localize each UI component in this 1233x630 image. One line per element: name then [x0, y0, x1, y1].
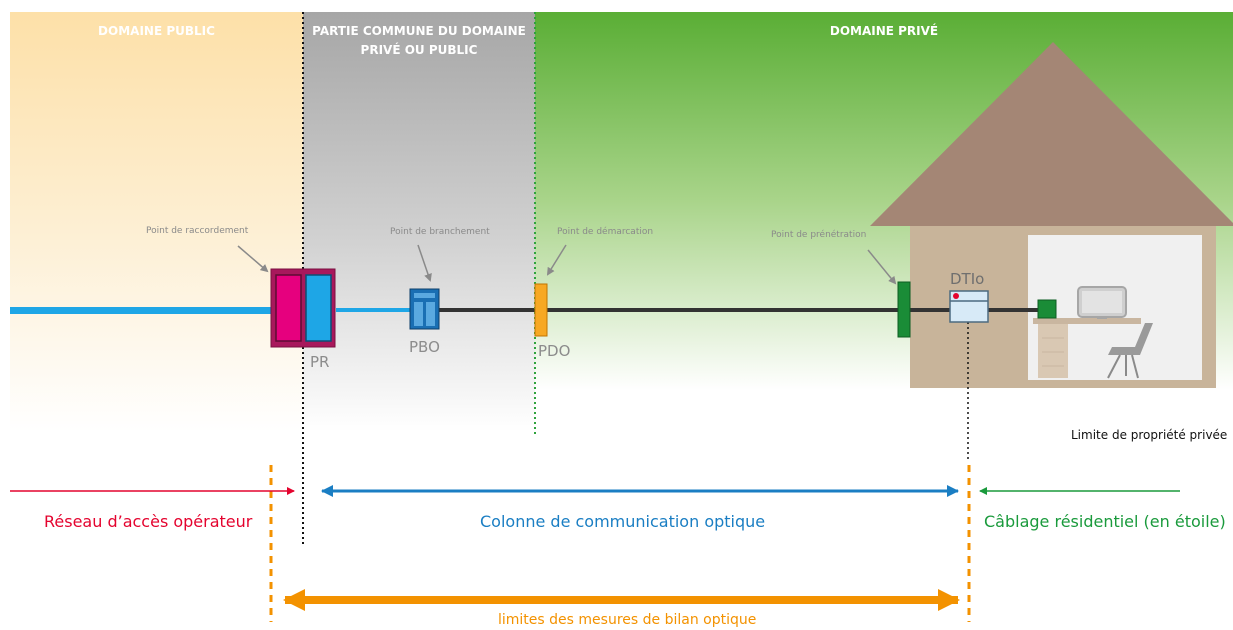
mesures-label: limites des mesures de bilan optique [498, 612, 757, 628]
pr-operator-module [275, 274, 302, 342]
common-area-title: PARTIE COMMUNE DU DOMAINE PRIVÉ OU PUBLI… [303, 22, 535, 60]
dtio-status-led [953, 293, 959, 299]
common-area-title-line1: PARTIE COMMUNE DU DOMAINE [312, 24, 526, 38]
demarcation-callout-label: Point de démarcation [557, 227, 654, 237]
pdo-label: PDO [538, 342, 571, 360]
public-domain-zone: DOMAINE PUBLIC [10, 12, 303, 432]
pr-pbo-cable [336, 308, 412, 312]
desk-drawers [1038, 324, 1068, 378]
pbo-label: PBO [409, 338, 440, 356]
property-limit-label: Limite de propriété privée [1071, 428, 1228, 442]
house [870, 42, 1233, 388]
pdo-demarcation-point [534, 283, 548, 337]
fiber-cables [10, 307, 1040, 314]
pr-connection-point [270, 268, 336, 348]
branchement-callout-arrow [417, 244, 432, 282]
vertical-cable [438, 308, 898, 312]
reseau-label: Réseau d’accès opérateur [44, 512, 253, 531]
demarcation-callout-arrow [546, 244, 567, 276]
cablage-label: Câblage résidentiel (en étoile) [984, 512, 1226, 531]
pbo-branch-box [409, 288, 440, 330]
chair-icon [1107, 323, 1153, 379]
dtio-label: DTIo [950, 270, 985, 288]
common-area-zone: PARTIE COMMUNE DU DOMAINE PRIVÉ OU PUBLI… [303, 12, 535, 432]
private-domain-title: DOMAINE PRIVÉ [829, 24, 939, 38]
penetration-point [897, 281, 911, 338]
common-area-title-line2: PRIVÉ OU PUBLIC [360, 43, 478, 57]
branchement-callout-label: Point de branchement [390, 227, 490, 237]
terminal-box [1037, 299, 1057, 319]
dtio-outlet [949, 290, 989, 323]
penetration-callout-label: Point de prénétration [771, 230, 867, 240]
penetration-callout-arrow [867, 249, 897, 285]
raccordement-callout-label: Point de raccordement [146, 226, 249, 236]
pr-building-module [305, 274, 332, 342]
colonne-label: Colonne de communication optique [480, 512, 766, 531]
operator-feeder-cable [10, 307, 272, 314]
raccordement-callout-arrow [237, 245, 269, 273]
public-domain-title: DOMAINE PUBLIC [98, 24, 215, 38]
desk-top [1033, 318, 1141, 324]
house-roof [870, 42, 1233, 226]
pr-label: PR [310, 353, 330, 371]
